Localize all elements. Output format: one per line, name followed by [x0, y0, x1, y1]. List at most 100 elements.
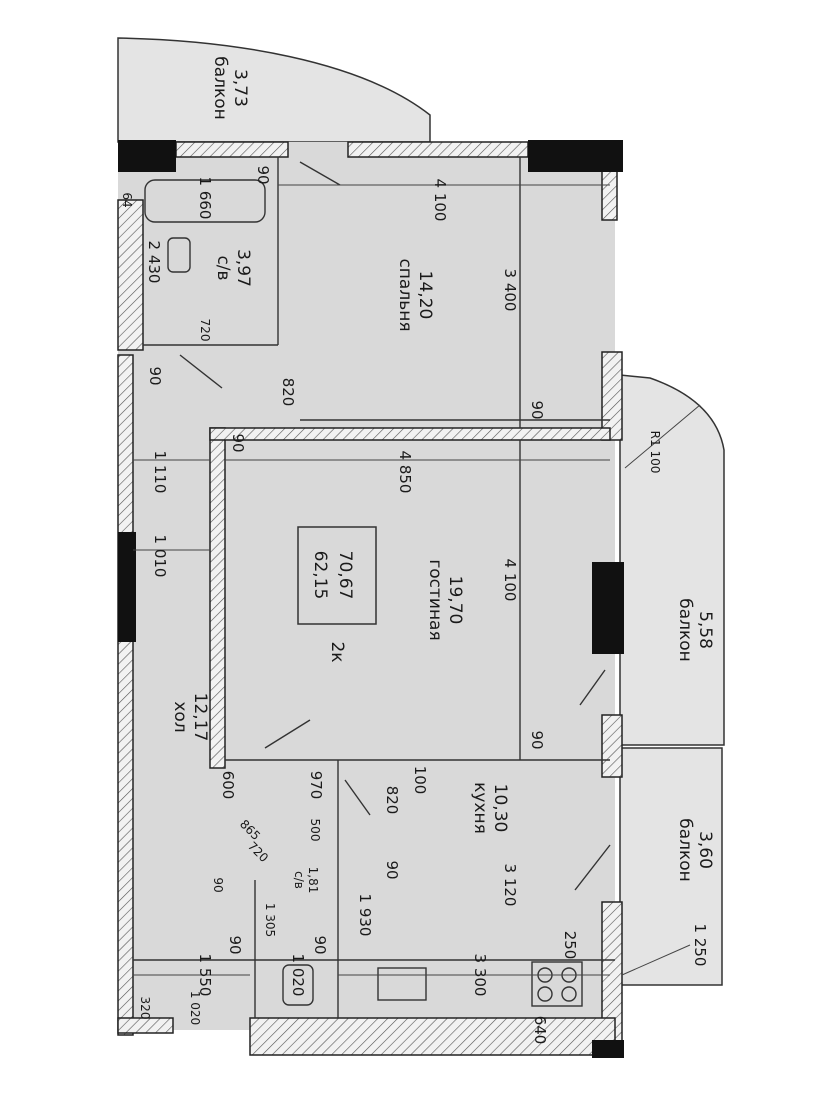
- apartment-floor: [118, 142, 615, 1055]
- dimline-1250: [621, 944, 691, 976]
- living-label: гостиная 19,70: [425, 559, 465, 640]
- dim-820b: 820: [383, 786, 401, 815]
- dim-90g-group: 90: [383, 860, 401, 879]
- dim-1250-group: 1 250: [691, 924, 709, 967]
- dim-1305-group: 1 305: [263, 903, 277, 937]
- dim-1010: 1 010: [151, 535, 169, 578]
- kitchen-label: кухня 10,30: [470, 782, 510, 834]
- dim-90b: 90: [146, 366, 164, 385]
- dim-90g: 90: [383, 860, 401, 879]
- dim-90f: 90: [211, 877, 225, 892]
- door-balcony-right: [579, 669, 606, 706]
- wall-right-upper: [601, 167, 618, 221]
- wc-name: с/в: [292, 871, 306, 889]
- dim-640-group: 640: [531, 1016, 549, 1045]
- dim-500: 500: [308, 819, 322, 842]
- dim-4100-top: 4 100: [431, 179, 449, 222]
- dim-3400-group: 3 400: [501, 269, 519, 312]
- flat-type-label: 2к: [327, 641, 347, 662]
- dim-4100-mid: 4 100: [501, 559, 519, 602]
- stove-burner-icon: [537, 986, 553, 1002]
- area-summary-box: [297, 526, 377, 625]
- wall-living-top: [209, 427, 611, 441]
- balcony-top-name: балкон: [210, 56, 230, 120]
- living-name: гостиная: [425, 559, 445, 640]
- wall-top-right: [347, 141, 529, 158]
- bedroom-area: 14,20: [415, 271, 435, 320]
- dim-2430-group: 2 430: [145, 241, 163, 284]
- dim-90c-group: 90: [528, 400, 546, 419]
- kitchen-name: кухня: [470, 782, 490, 834]
- toilet-icon: [282, 964, 314, 1006]
- dim-1930: 1 930: [356, 894, 374, 937]
- dim-90a: 90: [254, 165, 272, 184]
- dim-1550: 1 550: [196, 954, 214, 997]
- area-summary: 62,15 70,67: [310, 551, 355, 600]
- dim-1250: 1 250: [691, 924, 709, 967]
- dim-90d: 90: [229, 433, 247, 452]
- dim-90a-group: 90: [254, 165, 272, 184]
- dim-3300: 3 300: [471, 954, 489, 997]
- wall-bottom-left: [117, 1017, 174, 1034]
- dim-64: 64: [120, 192, 134, 207]
- dim-1020b-group: 1 020: [188, 991, 202, 1025]
- stove-burner-icon: [561, 986, 577, 1002]
- dim-90i: 90: [311, 935, 329, 954]
- flat-type: 2к: [327, 641, 347, 662]
- wall-left: [117, 354, 134, 1036]
- wc-area: 1,81: [306, 867, 320, 894]
- dim-90e-group: 90: [528, 730, 546, 749]
- dim-3300-group: 3 300: [471, 954, 489, 997]
- dim-720a-group: 720: [198, 319, 212, 342]
- kitchen-area: 10,30: [490, 784, 510, 833]
- dim-90e: 90: [528, 730, 546, 749]
- wall-right-lower: [601, 714, 623, 778]
- dim-3120: 3 120: [501, 864, 519, 907]
- dim-1660-group: 1 660: [196, 177, 214, 220]
- balcony-top-area: 3,73: [230, 69, 250, 107]
- bathtub-icon: [144, 179, 266, 223]
- area-full: 70,67: [335, 551, 355, 600]
- dim-970: 970: [307, 771, 325, 800]
- wall-bottom: [249, 1017, 616, 1056]
- door-balcony-low: [574, 844, 611, 891]
- sink-kitchen-icon: [377, 967, 427, 1001]
- dim-320-group: 320: [138, 997, 152, 1020]
- dim-90d-group: 90: [229, 433, 247, 452]
- balcony-low-name: балкон: [675, 818, 695, 882]
- balcony-right-label: балкон 5,58: [675, 598, 715, 662]
- stove-icon: [531, 961, 583, 1007]
- bath-area: 3,97: [233, 249, 253, 287]
- bedroom-name: спальня: [395, 258, 415, 331]
- dim-4850-group: 4 850: [396, 451, 414, 494]
- wall-top-left: [175, 141, 289, 158]
- living-area: 19,70: [445, 576, 465, 625]
- dim-250-group: 250: [561, 931, 579, 960]
- pillar-bottom: [592, 1040, 624, 1058]
- dim-90h: 90: [226, 935, 244, 954]
- balcony-low-area: 3,60: [695, 831, 715, 869]
- hall-name: хол: [170, 701, 190, 732]
- dim-820a: 820: [279, 378, 297, 407]
- dim-64-group: 64: [120, 192, 134, 207]
- dim-3120-group: 3 120: [501, 864, 519, 907]
- pillar-top-right: [528, 140, 623, 172]
- pillar-top-left: [118, 140, 176, 172]
- dim-1020a-group: 1 020: [289, 954, 307, 997]
- dim-1110: 1 110: [151, 451, 169, 494]
- pillar-right: [592, 562, 624, 654]
- dim-1110-group: 1 110: [151, 451, 169, 494]
- balcony-low-label: балкон 3,60: [675, 818, 715, 882]
- dim-r1100-group: R1 100: [648, 431, 662, 474]
- bath-label: с/в 3,97: [213, 249, 253, 287]
- sink-icon: [167, 237, 191, 273]
- dim-90b-group: 90: [146, 366, 164, 385]
- dim-3400: 3 400: [501, 269, 519, 312]
- dim-4100-top-group: 4 100: [431, 179, 449, 222]
- wall-living-left: [209, 427, 226, 769]
- door-bedroom: [299, 161, 341, 186]
- dim-820b-group: 820: [383, 786, 401, 815]
- area-living: 62,15: [310, 551, 330, 600]
- dim-320: 320: [138, 997, 152, 1020]
- pillar-left: [118, 532, 136, 642]
